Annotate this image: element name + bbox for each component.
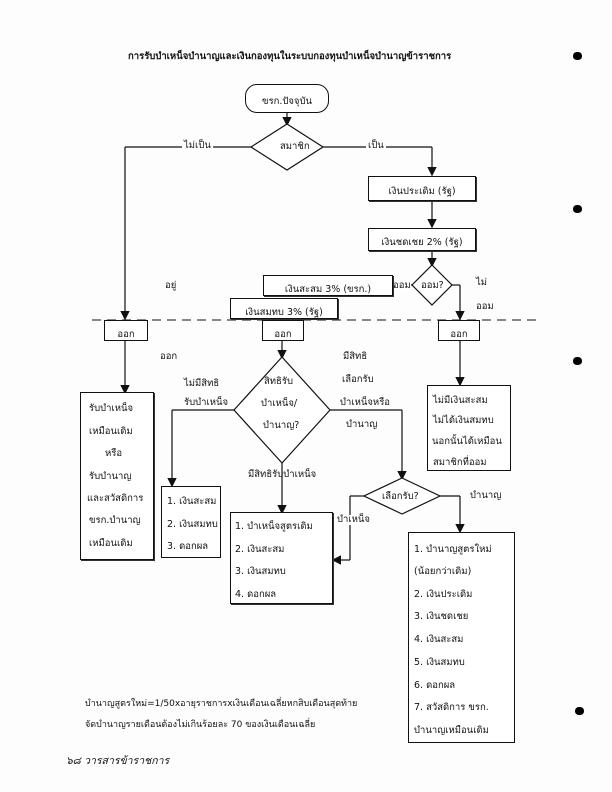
- start-label: ขรก.ปัจจุบัน: [261, 96, 313, 107]
- choose-gratuity-label: บำเหน็จ: [337, 514, 370, 525]
- gratuity-list-item: 1. บำเหน็จสูตรเดิม: [235, 521, 313, 532]
- initial-money-box: เงินประเดิม (รัฐ): [368, 176, 476, 201]
- exit-left-label: ออก: [117, 329, 135, 340]
- no-right-label: ไม่มีสิทธิ: [184, 378, 220, 389]
- page-footer: ๖๘ วารสารข้าราชการ: [66, 755, 170, 767]
- has-right-label-3: บำเหน็จหรือ: [340, 397, 391, 408]
- receive-gratuity-label: รับบำเหน็จ: [184, 397, 229, 408]
- is-member-label: เป็น: [366, 140, 386, 151]
- exit-left-box: ออก: [104, 320, 148, 341]
- compensation-label: เงินชดเชย 2% (รัฐ): [381, 237, 463, 248]
- pension-list-item: 4. เงินสะสม: [414, 634, 464, 645]
- gratuity-list-item: 2. เงินสะสม: [235, 544, 285, 555]
- has-right-label-1: มีสิทธิ: [343, 351, 368, 362]
- left-result-line: เหมือนเดิม: [89, 426, 133, 437]
- pension-list-item: บำนาญเหมือนเดิม: [414, 725, 489, 736]
- left-result-line: หรือ: [105, 448, 123, 459]
- pension-list-item: 5. เงินสมทบ: [414, 657, 465, 668]
- exit-center-label: ออก: [274, 329, 292, 340]
- pension-list-item: 1. บำนาญสูตรใหม่: [414, 544, 492, 555]
- right-result-box: ไม่มีเงินสะสม ไม่ได้เงินสมทบ นอกนั้นได้เ…: [427, 385, 511, 471]
- contribution-box: เงินสมทบ 3% (รัฐ): [230, 298, 338, 319]
- no-right-list-item: 1. เงินสะสม: [167, 496, 217, 507]
- choose-decision-label: เลือกรับ?: [382, 491, 419, 502]
- has-right-label-2: เลือกรับ: [342, 374, 374, 385]
- exit-right-box: ออก: [438, 320, 480, 341]
- right-diamond-shape: [233, 356, 331, 464]
- pension-list-item: (น้อยกว่าเดิม): [414, 566, 472, 577]
- no-right-list-box: 1. เงินสะสม 2. เงินสมทบ 3. ดอกผล: [161, 486, 221, 558]
- no-right-list-item: 3. ดอกผล: [167, 541, 209, 552]
- right-decision-line-1: สิทธิรับ: [264, 376, 293, 387]
- choose-pension-label: บำนาญ: [470, 490, 502, 501]
- right-result-line: นอกนั้นได้เหมือน: [432, 436, 502, 447]
- contribution-label: เงินสมทบ 3% (รัฐ): [245, 307, 323, 318]
- right-result-line: ไม่ได้เงินสมทบ: [433, 415, 494, 426]
- not-member-label: ไม่เป็น: [182, 140, 213, 151]
- stay-label: อยู่: [165, 280, 177, 291]
- initial-money-label: เงินประเดิม (รัฐ): [388, 186, 456, 197]
- gratuity-list-box: 1. บำเหน็จสูตรเดิม 2. เงินสะสม 3. เงินสม…: [230, 512, 333, 604]
- exit-center-box: ออก: [262, 320, 304, 341]
- left-result-line: รับบำนาญ: [89, 471, 132, 482]
- pension-list-item: 7. สวัสดิการ ขรก.: [414, 702, 489, 713]
- has-right-gratuity-label: มีสิทธิรับบำเหน็จ: [248, 469, 317, 480]
- formula-note-1: บำนาญสูตรใหม่=1/50xอายุราชการxเงินเดือนเ…: [85, 699, 358, 709]
- accumulated-box: เงินสะสม 3% (ขรก.): [263, 275, 393, 296]
- save-diamond-shape: [411, 264, 453, 306]
- pension-list-item: 2. เงินประเดิม: [414, 589, 473, 600]
- binder-hole-mark: [573, 52, 582, 60]
- binder-hole-mark: [573, 205, 582, 213]
- member-decision-label: สมาชิก: [280, 141, 310, 152]
- choose-diamond-shape: [362, 477, 442, 515]
- gratuity-list-item: 4. ดอกผล: [235, 589, 277, 600]
- binder-hole-mark: [575, 707, 584, 715]
- compensation-box: เงินชดเชย 2% (รัฐ): [368, 228, 476, 251]
- right-result-line: ไม่มีเงินสะสม: [433, 395, 488, 406]
- left-result-line: เหมือนเดิม: [89, 538, 133, 549]
- right-result-line: สมาชิกที่ออม: [433, 457, 487, 468]
- binder-hole-mark: [573, 357, 582, 365]
- pension-list-box: 1. บำนาญสูตรใหม่ (น้อยกว่าเดิม) 2. เงินป…: [408, 532, 515, 743]
- has-right-label-4: บำนาญ: [346, 419, 378, 430]
- formula-note-2: จัดบำนาญรายเดือนต้องไม่เกินร้อยละ 70 ของ…: [85, 720, 316, 730]
- left-result-box: รับบำเหน็จ เหมือนเดิม หรือ รับบำนาญ และส…: [80, 392, 154, 560]
- exit-right-label: ออก: [450, 329, 468, 340]
- pension-list-item: 6. ดอกผล: [414, 680, 456, 691]
- page-title: การรับบำเหน็จบำนาญและเงินกองทุนในระบบกอง…: [128, 51, 452, 62]
- left-result-line: ขรก.บำนาญ: [89, 515, 141, 526]
- right-decision-line-2: บำเหน็จ/: [261, 398, 298, 409]
- save-decision-label: ออม?: [421, 280, 444, 291]
- no-right-list-item: 2. เงินสมทบ: [167, 519, 218, 530]
- save-no-label-2: ออม: [476, 301, 494, 312]
- left-result-line: และสวัสดิการ: [87, 493, 144, 504]
- member-diamond-shape: [249, 123, 325, 171]
- save-yes-label: ออม: [393, 280, 411, 291]
- exit-text-label: ออก: [160, 351, 178, 362]
- gratuity-list-item: 3. เงินสมทบ: [235, 566, 286, 577]
- pension-list-item: 3. เงินชดเชย: [414, 611, 469, 622]
- left-result-line: รับบำเหน็จ: [89, 403, 134, 414]
- save-no-label-1: ไม่: [476, 277, 488, 288]
- right-decision-line-3: บำนาญ?: [263, 420, 300, 431]
- accumulated-label: เงินสะสม 3% (ขรก.): [284, 284, 372, 295]
- start-terminal: ขรก.ปัจจุบัน: [245, 84, 329, 113]
